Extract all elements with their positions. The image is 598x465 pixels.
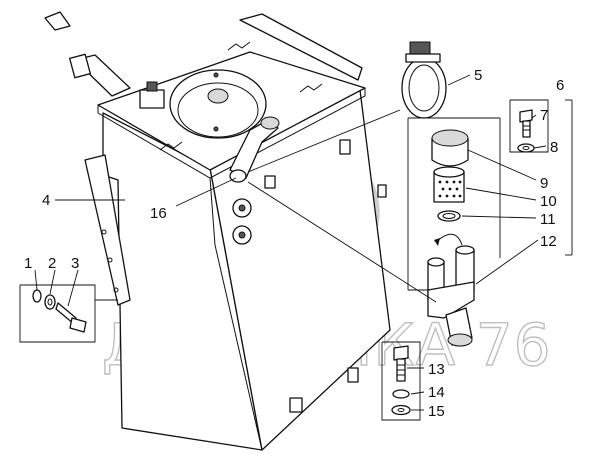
leader-lines: [34, 74, 573, 411]
callout-4: 4: [42, 192, 50, 209]
callout-5: 5: [474, 67, 482, 84]
filter-cap-9: [431, 129, 469, 167]
tank-body: [44, 11, 391, 451]
mounting-bolt-group: [381, 341, 421, 421]
callout-6: 6: [556, 77, 564, 94]
callout-15: 15: [428, 403, 445, 420]
bolt-7: [519, 109, 533, 138]
callout-3: 3: [71, 255, 79, 272]
callout-9: 9: [540, 175, 548, 192]
callout-7: 7: [540, 107, 548, 124]
washer-8: [517, 143, 535, 153]
callout-10: 10: [540, 193, 557, 210]
filter-housing-12: [427, 233, 475, 347]
filter-element-10: [433, 166, 465, 203]
callout-1: 1: [24, 255, 32, 272]
callout-11: 11: [540, 211, 556, 228]
callout-2: 2: [48, 255, 56, 272]
callout-13: 13: [428, 361, 445, 378]
callout-16: 16: [150, 205, 167, 222]
bracket-bolt-group: [19, 284, 118, 343]
o-ring-11: [437, 210, 461, 222]
filter-kit-frame: [407, 99, 549, 291]
callout-14: 14: [428, 384, 445, 401]
callout-8: 8: [550, 139, 558, 156]
callout-12: 12: [540, 233, 557, 250]
hose-clamp: [401, 41, 447, 119]
